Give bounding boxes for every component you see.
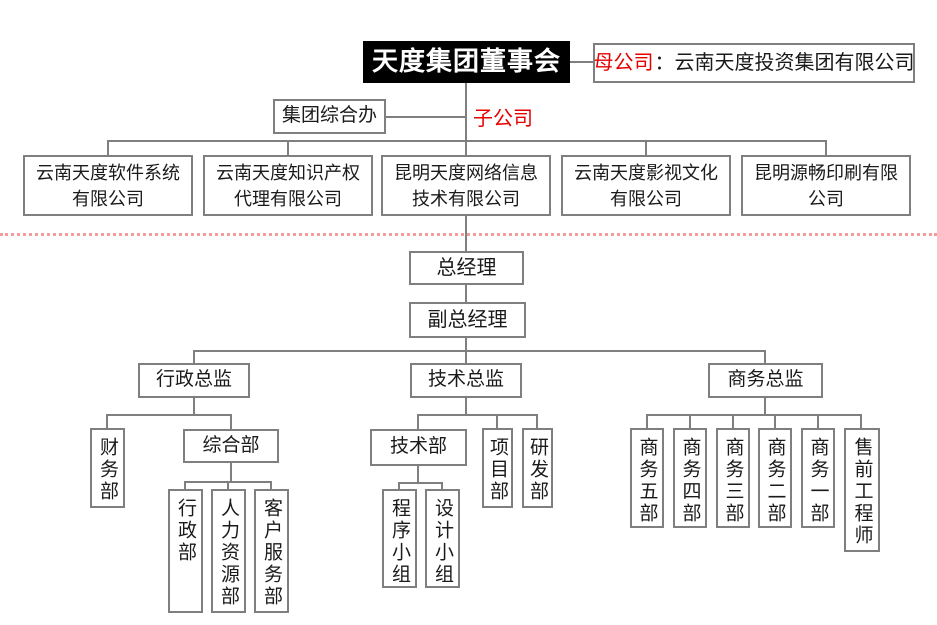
connector-line	[465, 398, 467, 415]
connector-line	[570, 61, 593, 63]
node-business-dept-2: 商务二部	[758, 428, 792, 528]
business-dept-2-label: 商务二部	[764, 437, 786, 525]
node-company-printing: 昆明源畅印刷有限公司	[741, 155, 911, 216]
connector-line	[184, 481, 186, 489]
node-customer-service-dept: 客户服务部	[254, 489, 289, 613]
node-group-office: 集团综合办	[273, 99, 386, 134]
connector-line	[287, 140, 289, 155]
connector-line	[465, 83, 467, 156]
connector-line	[689, 414, 691, 428]
node-project-dept: 项目部	[482, 428, 513, 508]
connector-line	[417, 414, 538, 416]
connector-line	[732, 414, 734, 428]
business-dept-3-label: 商务三部	[722, 437, 744, 525]
node-general-manager: 总经理	[409, 251, 524, 285]
connector-line	[860, 414, 862, 428]
node-tech-dept: 技术部	[370, 429, 467, 466]
connector-line	[398, 482, 400, 489]
connector-line	[496, 414, 498, 428]
node-company-software: 云南天度软件系统有限公司	[23, 155, 193, 216]
node-director-tech: 技术总监	[410, 363, 522, 398]
node-company-film-culture: 云南天度影视文化有限公司	[561, 155, 731, 216]
connector-line	[193, 350, 195, 363]
connector-line	[465, 285, 467, 302]
subsidiary-label: 子公司	[473, 108, 533, 130]
connector-line	[193, 350, 766, 352]
connector-line	[107, 140, 109, 155]
finance-dept-label: 财务部	[97, 437, 118, 503]
parent-company-name: ：云南天度投资集团有限公司	[654, 52, 915, 74]
connector-line	[774, 414, 776, 428]
node-finance-dept: 财务部	[90, 428, 125, 508]
node-rd-dept: 研发部	[522, 428, 553, 508]
node-hr-dept: 人力资源部	[211, 489, 246, 613]
node-board-of-directors: 天度集团董事会	[363, 41, 570, 83]
connector-line	[106, 414, 232, 416]
node-general-dept: 综合部	[183, 429, 279, 463]
program-team-label: 程序小组	[389, 498, 410, 586]
connector-line	[417, 414, 419, 429]
connector-line	[398, 482, 443, 484]
node-director-business: 商务总监	[708, 363, 823, 398]
business-dept-1-label: 商务一部	[807, 437, 829, 525]
connector-line	[646, 414, 648, 428]
node-presales-engineer: 售前工程师	[844, 428, 880, 552]
hr-dept-label: 人力资源部	[218, 498, 239, 608]
node-deputy-general-manager: 副总经理	[409, 302, 526, 338]
connector-line	[193, 398, 195, 415]
business-dept-4-label: 商务四部	[679, 437, 701, 525]
admin-dept-label: 行政部	[175, 498, 196, 564]
connector-line	[227, 481, 229, 489]
connector-line	[646, 414, 862, 416]
connector-line	[817, 414, 819, 428]
business-dept-5-label: 商务五部	[636, 437, 658, 525]
node-business-dept-1: 商务一部	[801, 428, 835, 528]
node-company-ip-agency: 云南天度知识产权代理有限公司	[203, 155, 373, 216]
connector-line	[465, 338, 467, 351]
presales-engineer-label: 售前工程师	[851, 437, 873, 547]
customer-service-dept-label: 客户服务部	[261, 498, 282, 608]
connector-line	[270, 481, 272, 489]
connector-line	[106, 414, 108, 428]
connector-line	[536, 414, 538, 428]
connector-line	[645, 140, 647, 155]
connector-line	[764, 398, 766, 415]
group-company-divider	[0, 233, 937, 236]
connector-line	[386, 116, 466, 118]
project-dept-label: 项目部	[487, 437, 508, 503]
parent-company-label: 母公司	[593, 52, 654, 74]
connector-line	[465, 350, 467, 363]
connector-line	[764, 350, 766, 363]
connector-line	[441, 482, 443, 489]
connector-line	[417, 466, 419, 483]
node-business-dept-3: 商务三部	[716, 428, 750, 528]
node-business-dept-5: 商务五部	[630, 428, 664, 528]
node-design-team: 设计小组	[425, 489, 460, 588]
node-program-team: 程序小组	[382, 489, 417, 588]
connector-line	[107, 140, 827, 142]
rd-dept-label: 研发部	[527, 437, 548, 503]
node-director-admin: 行政总监	[138, 363, 250, 398]
node-admin-dept: 行政部	[168, 489, 203, 613]
connector-line	[230, 463, 232, 482]
node-business-dept-4: 商务四部	[673, 428, 707, 528]
node-parent-company: 母公司：云南天度投资集团有限公司	[593, 43, 915, 83]
connector-line	[825, 140, 827, 155]
node-company-network-info: 昆明天度网络信息技术有限公司	[381, 155, 551, 216]
connector-line	[230, 414, 232, 429]
design-team-label: 设计小组	[432, 498, 453, 586]
